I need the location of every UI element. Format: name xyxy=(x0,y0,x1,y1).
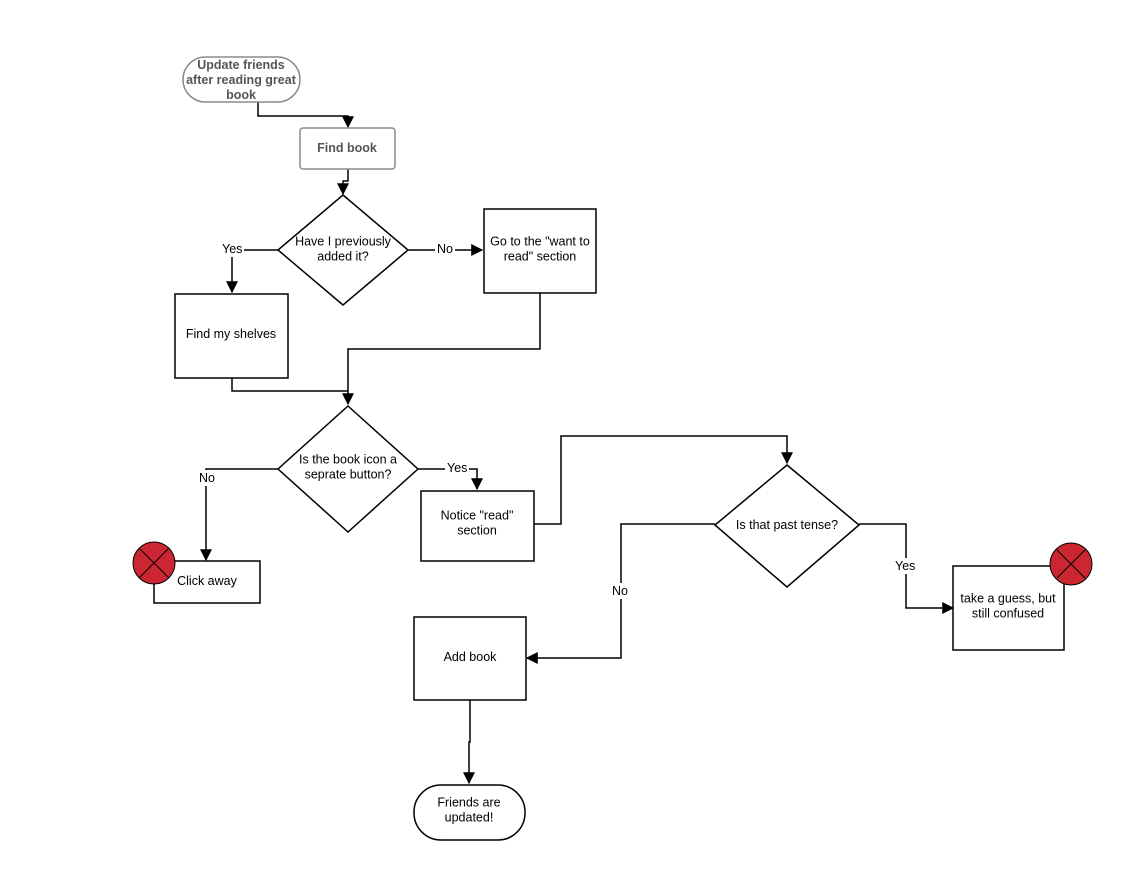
node-find-book: Find book xyxy=(299,127,396,170)
label-line: Click away xyxy=(177,574,237,588)
label-line: Add book xyxy=(444,650,498,664)
label-line: Go to the "want to xyxy=(490,235,590,249)
process-shape xyxy=(420,490,535,562)
label-line: book xyxy=(226,88,256,102)
edge-add-book-to-friends-updated xyxy=(463,700,475,785)
edge-labels: Yes No No Yes No Yes xyxy=(197,241,919,599)
label-line: Is that past tense? xyxy=(736,518,838,532)
edge-label-past-no: No xyxy=(612,584,628,598)
label-line: read" section xyxy=(504,250,577,264)
label-line: added it? xyxy=(317,250,368,264)
process-shape xyxy=(174,293,289,379)
label-line: seprate button? xyxy=(305,468,392,482)
process-shape xyxy=(299,127,396,170)
x-circle-icon xyxy=(1049,542,1093,586)
label-line: Friends are xyxy=(437,796,500,810)
process-shape xyxy=(413,616,527,701)
label-line: section xyxy=(457,524,497,538)
edge-label-added-yes: Yes xyxy=(222,242,242,256)
edge-label-separate-no: No xyxy=(199,471,215,485)
label-line: Update friends xyxy=(197,58,285,72)
edge-notice-read-to-past-tense xyxy=(534,435,793,525)
node-add-book: Add book xyxy=(413,616,527,701)
edge-label-separate-yes: Yes xyxy=(447,461,467,475)
edges xyxy=(200,102,955,785)
edge-start-to-find-book xyxy=(257,102,354,129)
process-shape xyxy=(952,565,1065,651)
label-line: Have I previously xyxy=(295,235,392,249)
edge-label-past-yes: Yes xyxy=(895,559,915,573)
edge-separate-button-yes xyxy=(418,468,483,491)
label-line: still confused xyxy=(972,607,1044,621)
click-away-label: Click away xyxy=(177,574,237,588)
node-past-tense: Is that past tense? xyxy=(713,464,861,588)
decision-shape xyxy=(713,464,861,588)
terminal-shape xyxy=(413,784,526,841)
notice-read-label: Notice "read"section xyxy=(441,509,514,538)
edge-want-to-read-to-separate-button xyxy=(342,293,541,406)
node-find-shelves: Find my shelves xyxy=(174,293,289,379)
label-line: Is the book icon a xyxy=(299,453,397,467)
label-line: take a guess, but xyxy=(960,592,1056,606)
add-book-label: Add book xyxy=(444,650,498,664)
edge-find-book-to-previously-added xyxy=(337,169,349,196)
label-line: Find my shelves xyxy=(186,327,276,341)
node-click-away: Click away xyxy=(153,560,261,604)
edge-find-shelves-to-separate-button xyxy=(231,378,348,392)
label-line: Find book xyxy=(317,141,377,155)
label-line: Notice "read" xyxy=(441,509,514,523)
decision-shape xyxy=(276,194,410,306)
process-shape xyxy=(483,208,597,294)
find-shelves-label: Find my shelves xyxy=(186,327,276,341)
label-line: updated! xyxy=(445,811,494,825)
label-line: after reading great xyxy=(186,73,297,87)
decision-shape xyxy=(276,404,420,534)
past-tense-label: Is that past tense? xyxy=(736,518,838,532)
edge-label-added-no: No xyxy=(437,242,453,256)
edge-separate-button-no xyxy=(200,468,278,562)
terminal-shape xyxy=(182,56,301,103)
find-book-label: Find book xyxy=(317,141,377,155)
x-circle-icon xyxy=(132,541,176,585)
node-notice-read: Notice "read"section xyxy=(420,490,535,562)
